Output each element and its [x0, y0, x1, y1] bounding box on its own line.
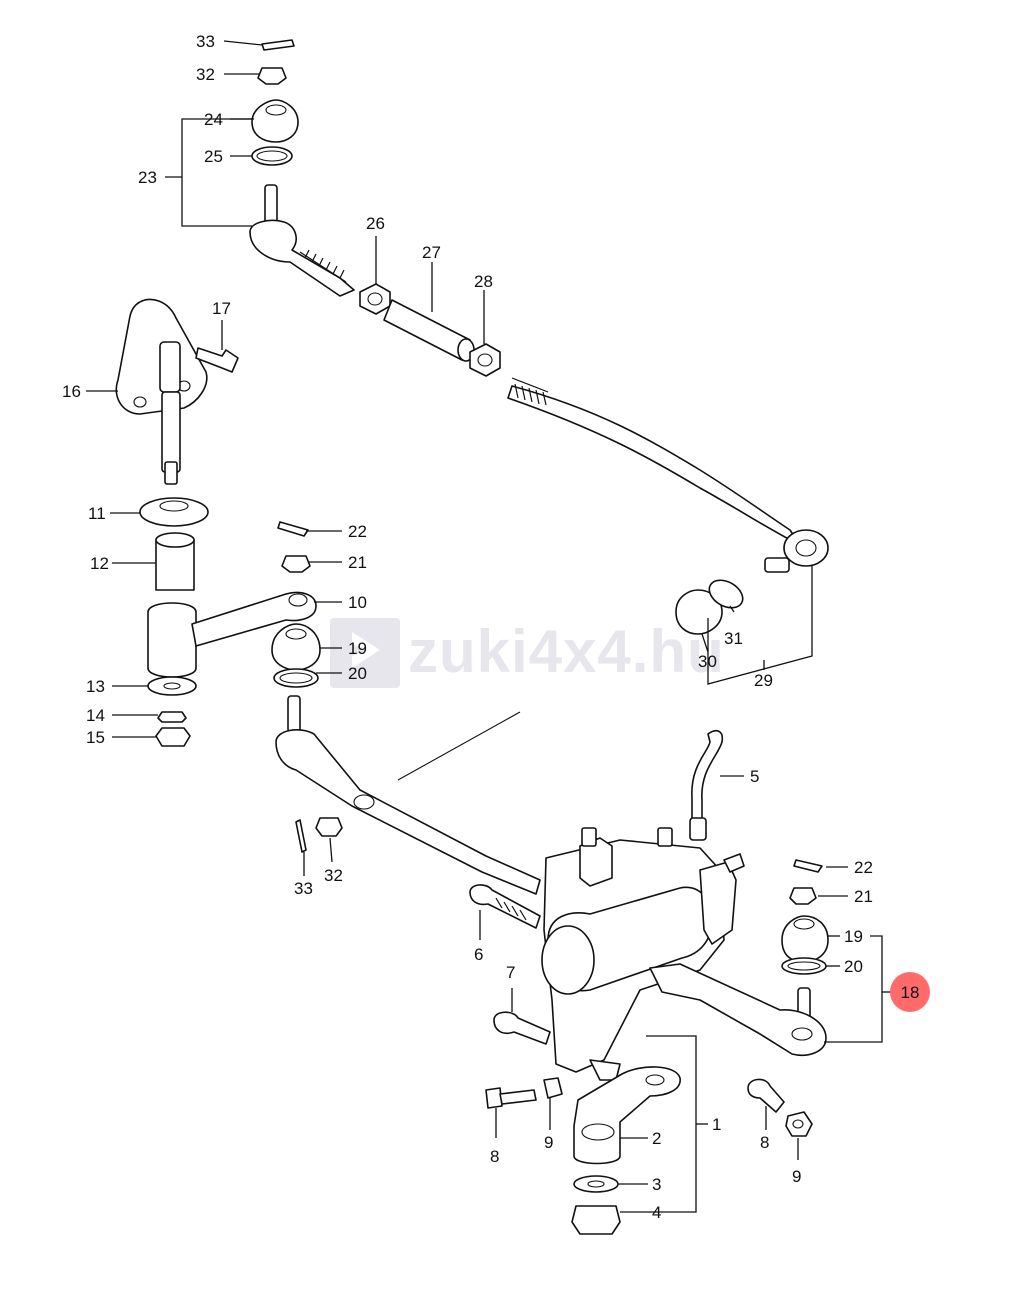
idler-arm-assembly: [139, 497, 317, 747]
tie-rod-end-lower: [649, 859, 829, 1056]
callout-20: 20: [348, 664, 367, 683]
suzuki-s-logo-mark: [352, 632, 380, 668]
adjuster-sleeve-assembly: [359, 283, 501, 377]
callout-10: 10: [348, 593, 367, 612]
callout-21: 21: [854, 887, 873, 906]
tie-rod-end-upper: [249, 39, 355, 297]
callout-17: 17: [212, 299, 231, 318]
callout-5: 5: [750, 767, 759, 786]
highlight-circle[interactable]: [890, 972, 930, 1012]
callout-labels: 33 32 24 25 23 26 27 28 17 16 11 12 22 2…: [62, 32, 873, 1222]
callout-8: 8: [490, 1147, 499, 1166]
callout-23: 23: [138, 168, 157, 187]
callout-9: 9: [792, 1167, 801, 1186]
center-link: [275, 695, 541, 895]
callout-13: 13: [86, 677, 105, 696]
callout-26: 26: [366, 214, 385, 233]
steering-gear-box: [541, 827, 745, 1081]
callout-20: 20: [844, 957, 863, 976]
callout-6: 6: [474, 945, 483, 964]
callout-32: 32: [324, 866, 343, 885]
watermark: zuki4x4.hu: [330, 618, 725, 688]
watermark-text: zuki4x4.hu: [408, 618, 725, 685]
idler-ball-joint-hardware: [271, 521, 321, 688]
callout-19: 19: [844, 927, 863, 946]
callout-27: 27: [422, 243, 441, 262]
highlight-label[interactable]: 18: [901, 983, 920, 1002]
callout-11: 11: [88, 504, 106, 523]
callout-31: 31: [724, 629, 743, 648]
leader-lines: [86, 40, 894, 1213]
outer-ball-joint-boot: [675, 579, 744, 635]
callout-16: 16: [62, 382, 81, 401]
callout-19: 19: [348, 639, 367, 658]
callout-30: 30: [698, 652, 717, 671]
highlight-badge[interactable]: 18: [890, 972, 930, 1012]
callout-4: 4: [652, 1203, 661, 1222]
callout-25: 25: [204, 147, 223, 166]
callout-2: 2: [652, 1129, 661, 1148]
callout-33: 33: [196, 32, 215, 51]
callout-22: 22: [348, 522, 367, 541]
mounting-bolts: [469, 884, 551, 1045]
callout-32: 32: [196, 65, 215, 84]
callout-24: 24: [204, 110, 223, 129]
pitman-arm-assembly: [571, 1066, 681, 1235]
callout-15: 15: [86, 728, 105, 747]
callout-3: 3: [652, 1175, 661, 1194]
callout-21: 21: [348, 553, 367, 572]
callout-9: 9: [544, 1133, 553, 1152]
callout-33: 33: [294, 879, 313, 898]
callout-8: 8: [760, 1133, 769, 1152]
callout-1: 1: [712, 1115, 721, 1134]
long-tie-rod: [507, 377, 829, 573]
callout-28: 28: [474, 272, 493, 291]
callout-12: 12: [90, 554, 109, 573]
callout-7: 7: [506, 963, 515, 982]
loose-fasteners: [485, 1077, 813, 1137]
idler-arm-bracket: [115, 298, 239, 485]
callout-14: 14: [86, 706, 105, 725]
callout-29: 29: [754, 671, 773, 690]
callout-22: 22: [854, 858, 873, 877]
vent-hose: [689, 729, 724, 841]
